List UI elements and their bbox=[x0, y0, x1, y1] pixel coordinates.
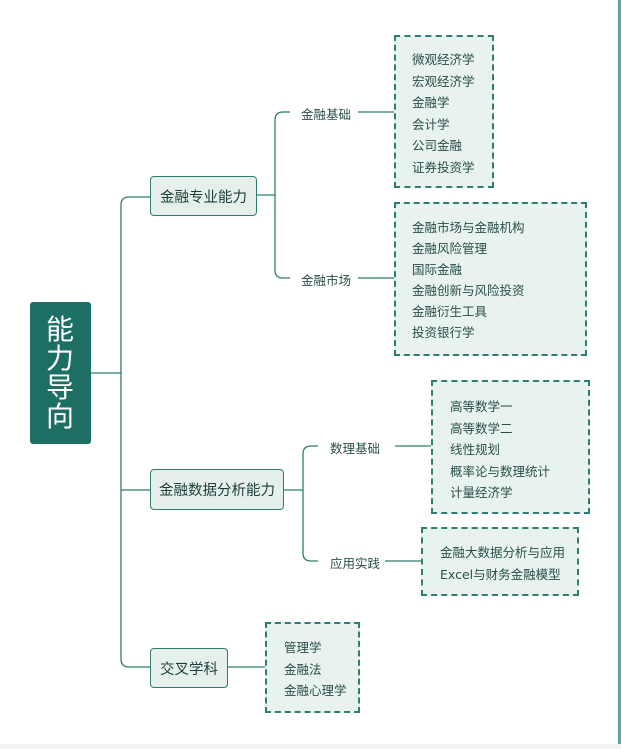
courses-box-math-basics: 高等数学一 高等数学二 线性规划 概率论与数理统计 计量经济学 bbox=[431, 380, 590, 514]
course-item: 金融市场与金融机构 bbox=[412, 220, 525, 235]
sub-applied-practice: 应用实践 bbox=[330, 556, 381, 571]
course-item: 投资银行学 bbox=[412, 325, 475, 340]
course-item: 金融创新与风险投资 bbox=[412, 283, 525, 298]
root-node: 能力导向 bbox=[30, 302, 91, 444]
course-item: 金融风险管理 bbox=[412, 241, 488, 256]
course-item: 高等数学一 bbox=[450, 399, 513, 414]
sub-finance-basics: 金融基础 bbox=[301, 107, 352, 122]
course-item: 概率论与数理统计 bbox=[450, 463, 551, 479]
courses-box-finance-market: 金融市场与金融机构 金融风险管理 国际金融 金融创新与风险投资 金融衍生工具 投… bbox=[394, 202, 587, 356]
node-interdisciplinary: 交叉学科 bbox=[150, 648, 228, 688]
node-label: 金融数据分析能力 bbox=[159, 483, 275, 499]
course-item: 证券投资学 bbox=[412, 159, 475, 175]
node-label: 交叉学科 bbox=[160, 661, 218, 678]
course-item: 金融大数据分析与应用 bbox=[440, 545, 566, 560]
course-item: 金融学 bbox=[412, 95, 450, 110]
course-item: 计量经济学 bbox=[450, 485, 513, 500]
sub-math-basics: 数理基础 bbox=[330, 441, 381, 456]
course-item: 国际金融 bbox=[412, 262, 463, 277]
node-financial-professional: 金融专业能力 bbox=[150, 176, 257, 216]
connector-pro-bracket bbox=[274, 111, 290, 279]
course-item: 金融心理学 bbox=[284, 683, 347, 698]
course-item: 金融法 bbox=[284, 661, 322, 677]
course-item: 金融衍生工具 bbox=[412, 304, 488, 319]
connector-data-bracket bbox=[302, 445, 318, 562]
course-item: 管理学 bbox=[284, 640, 322, 655]
connector-trunk bbox=[120, 196, 130, 668]
course-item: 线性规划 bbox=[450, 442, 501, 457]
course-item: 微观经济学 bbox=[412, 52, 475, 67]
root-label: 能力导向 bbox=[45, 313, 75, 433]
course-item: 会计学 bbox=[412, 116, 450, 132]
node-label: 金融专业能力 bbox=[160, 189, 247, 206]
course-item: 高等数学二 bbox=[450, 420, 513, 436]
courses-box-applied-practice: 金融大数据分析与应用 Excel与财务金融模型 bbox=[421, 527, 579, 596]
course-item: 宏观经济学 bbox=[412, 73, 475, 89]
page-edge-right bbox=[618, 0, 621, 749]
course-item: 公司金融 bbox=[412, 138, 463, 153]
courses-box-finance-basics: 微观经济学 宏观经济学 金融学 会计学 公司金融 证券投资学 bbox=[394, 35, 494, 188]
page-edge-bottom bbox=[0, 744, 621, 749]
course-item: Excel与财务金融模型 bbox=[440, 566, 561, 582]
node-financial-data-analysis: 金融数据分析能力 bbox=[150, 469, 284, 510]
sub-finance-market: 金融市场 bbox=[301, 273, 352, 288]
courses-box-interdisciplinary: 管理学 金融法 金融心理学 bbox=[265, 622, 360, 713]
